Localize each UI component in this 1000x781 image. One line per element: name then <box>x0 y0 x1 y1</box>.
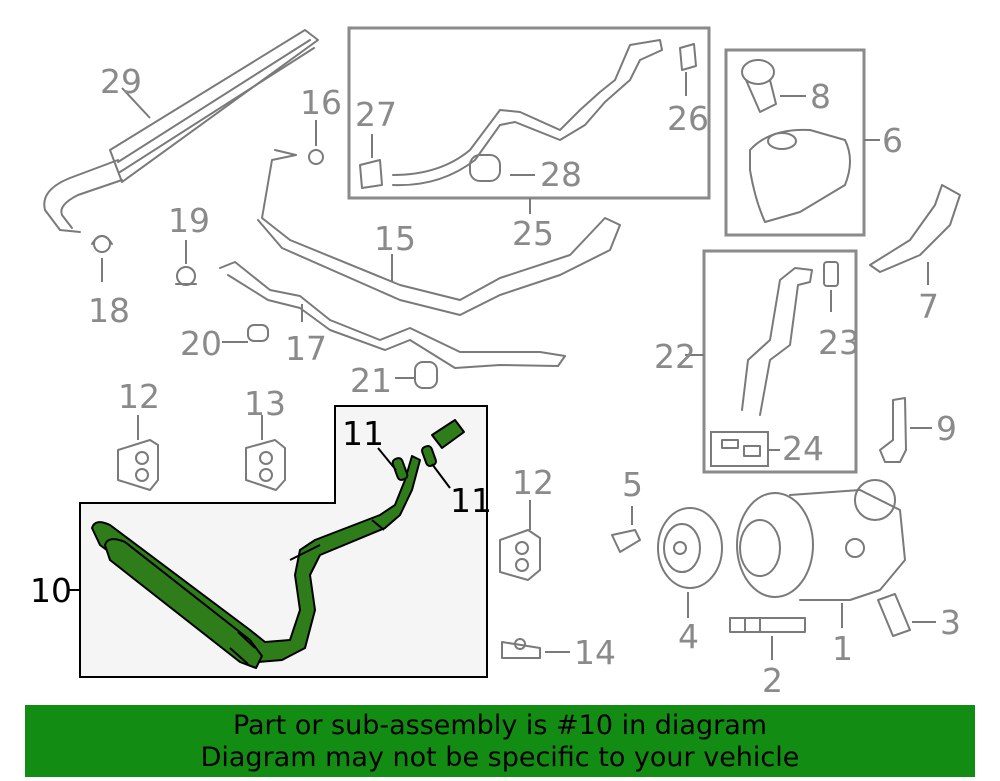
part-20-fitting[interactable] <box>247 324 269 342</box>
banner-line-2: Diagram may not be specific to your vehi… <box>200 742 800 773</box>
part-16-washer[interactable] <box>308 149 324 165</box>
group-box-22 <box>702 249 858 474</box>
part-17-line[interactable] <box>219 261 566 369</box>
callout-29: 29 <box>100 62 142 101</box>
callout-21: 21 <box>350 361 392 400</box>
callout-9: 9 <box>936 409 957 448</box>
info-banner: Part or sub-assembly is #10 in diagram D… <box>25 705 975 777</box>
part-4-pulley[interactable] <box>657 507 723 589</box>
callout-11-upper: 11 <box>342 414 384 453</box>
part-3-bolt[interactable] <box>877 593 911 637</box>
part-26-clip[interactable] <box>679 43 697 71</box>
callout-7: 7 <box>918 287 939 326</box>
part-12-block-left[interactable] <box>117 439 159 491</box>
part-9-sensor[interactable] <box>879 397 907 463</box>
part-7-bracket[interactable] <box>869 184 961 273</box>
part-29-cooler[interactable] <box>43 29 319 233</box>
part-6-reservoir[interactable] <box>749 128 851 223</box>
part-23-clip[interactable] <box>823 261 839 287</box>
callout-2: 2 <box>762 661 783 700</box>
part-27-clamp[interactable] <box>359 159 383 189</box>
part-24-label[interactable] <box>721 439 761 457</box>
callout-12-right: 12 <box>512 463 554 502</box>
callout-26: 26 <box>667 99 709 138</box>
callout-17: 17 <box>285 329 327 368</box>
callout-23: 23 <box>818 323 860 362</box>
callout-1: 1 <box>832 629 853 668</box>
callout-24: 24 <box>782 429 824 468</box>
banner-line-1: Part or sub-assembly is #10 in diagram <box>232 710 768 741</box>
callout-5: 5 <box>622 465 643 504</box>
part-18-clamp[interactable] <box>91 235 113 253</box>
part-8-cap[interactable] <box>741 59 777 113</box>
callout-13: 13 <box>244 384 286 423</box>
callout-4: 4 <box>678 617 699 656</box>
part-13-block[interactable] <box>245 439 286 491</box>
part-2-bolt[interactable] <box>729 617 806 633</box>
part-19-clamp[interactable] <box>175 266 197 286</box>
part-22-hose[interactable] <box>741 267 813 416</box>
callout-8: 8 <box>810 77 831 116</box>
callout-10: 10 <box>30 571 72 610</box>
callout-25: 25 <box>512 214 554 253</box>
callout-22: 22 <box>654 337 696 376</box>
callout-15: 15 <box>374 219 416 258</box>
callout-6: 6 <box>882 121 903 160</box>
part-10-hose-assembly[interactable] <box>91 455 421 669</box>
part-10-banjo-bolt[interactable] <box>431 419 465 449</box>
part-14-clamp[interactable] <box>501 638 541 659</box>
group-box-6 <box>724 48 866 237</box>
part-28-connector[interactable] <box>469 154 501 182</box>
part-11-seal-upper[interactable] <box>391 457 409 481</box>
callout-11-lower: 11 <box>450 481 492 520</box>
callout-3: 3 <box>940 603 961 642</box>
callout-12-left: 12 <box>118 377 160 416</box>
callout-16: 16 <box>300 83 342 122</box>
part-12-block-right[interactable] <box>499 529 541 581</box>
part-5-bolt[interactable] <box>611 529 641 553</box>
callout-18: 18 <box>88 291 130 330</box>
part-25-hose[interactable] <box>392 39 663 187</box>
callout-14: 14 <box>574 633 616 672</box>
part-1-pump[interactable] <box>736 479 906 601</box>
callout-27: 27 <box>355 95 397 134</box>
callout-20: 20 <box>180 324 222 363</box>
part-21-bracket[interactable] <box>414 361 438 389</box>
part-15-line[interactable] <box>257 149 621 316</box>
callout-28: 28 <box>540 155 582 194</box>
callout-19: 19 <box>168 201 210 240</box>
